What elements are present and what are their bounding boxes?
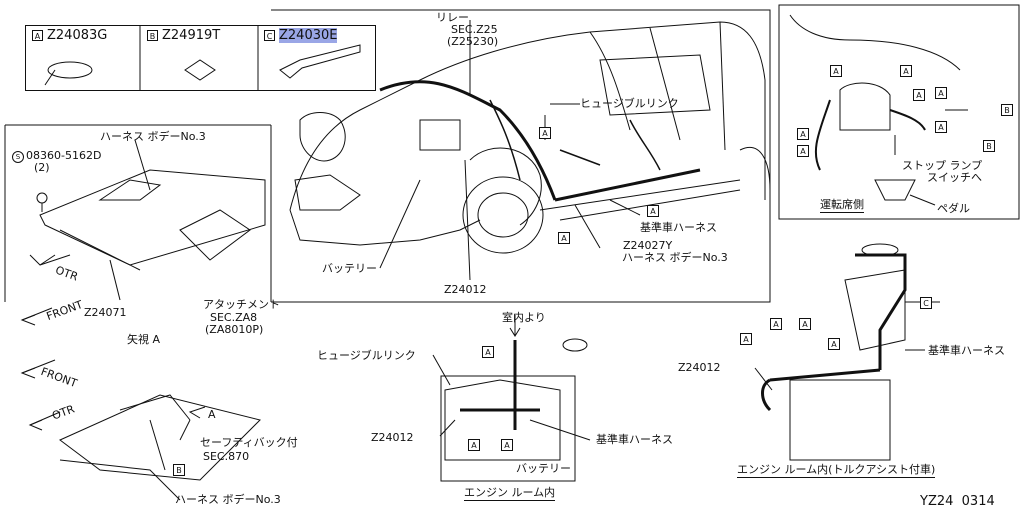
driver-side-label: 運転席側 <box>820 198 864 213</box>
tag-a-ds-5: A <box>935 121 947 133</box>
relay-label: リレー <box>436 11 469 24</box>
tag-a-ds-2: A <box>900 65 912 77</box>
sec-za8-label: SEC.ZA8 <box>210 311 258 324</box>
attachment-label: アタッチメント <box>203 298 280 311</box>
pedal-label: ペダル <box>937 202 970 215</box>
tag-b-bottom: B <box>173 464 185 476</box>
car-panel-frame <box>271 9 771 303</box>
part-b-tag: B <box>147 30 158 41</box>
harness-body-no3-bottom-label: ハーネス ボデーNo.3 <box>175 493 281 506</box>
part-c-tag: C <box>264 30 275 41</box>
z24012-center-label: Z24012 <box>371 431 414 444</box>
tag-b-ds-1: B <box>1001 104 1013 116</box>
tag-c-right: C <box>920 297 932 309</box>
driver-side-panel <box>778 4 1020 220</box>
tag-a-center-2: A <box>468 439 480 451</box>
engine-room-label: エンジン ルーム内 <box>464 486 556 501</box>
part-b-code: Z24919T <box>162 28 221 43</box>
parts-legend <box>25 25 376 91</box>
battery-center-frame <box>440 375 576 482</box>
tag-a-center-1: A <box>482 346 494 358</box>
tag-a-main-2: A <box>647 205 659 217</box>
part-b: B Z24919T <box>147 28 221 43</box>
tag-a-ds-1: A <box>830 65 842 77</box>
tag-a-right-2: A <box>770 318 782 330</box>
front-wheel <box>462 176 544 254</box>
main-harness-label: 基準車ハーネス <box>640 221 717 234</box>
tag-a-ds-4: A <box>935 87 947 99</box>
z24012-main-label: Z24012 <box>444 283 487 296</box>
harness-body-no3-mid-label: ハーネス ボデーNo.3 <box>622 251 728 264</box>
tag-b-ds-2: B <box>983 140 995 152</box>
main-harness-center-label: 基準車ハーネス <box>596 433 673 446</box>
tag-a-ds-6: A <box>797 128 809 140</box>
z24012-right-label: Z24012 <box>678 361 721 374</box>
part-c-code: Z24030E <box>279 28 338 43</box>
front-wheel-arch <box>469 147 542 226</box>
tag-a-center-3: A <box>501 439 513 451</box>
footer-code: YZ24 0314 <box>920 494 995 509</box>
switch-to-label: スイッチへ <box>927 171 982 184</box>
battery-label: バッテリー <box>322 262 377 275</box>
safety-bag-label: セーフティバック付 <box>200 436 298 449</box>
from-interior-label: 室内より <box>502 311 546 324</box>
car-grille <box>299 112 346 162</box>
part-a-tag: A <box>32 30 43 41</box>
tag-a-main-3: A <box>558 232 570 244</box>
tag-a-right-3: A <box>799 318 811 330</box>
sec-za8-sub-label: (ZA8010P) <box>205 323 264 336</box>
sec-z25-label: SEC.Z25 <box>451 23 498 36</box>
bolt-qty-label: (2) <box>34 161 50 174</box>
car-body-outline <box>289 21 766 211</box>
engine-room-torque-label: エンジン ルーム内(トルクアシスト付車) <box>737 463 936 478</box>
tag-a-main-1: A <box>539 127 551 139</box>
tag-a-right-1: A <box>740 333 752 345</box>
battery-main-icon <box>419 119 461 151</box>
harness-main <box>379 80 557 201</box>
tag-a-ds-7: A <box>797 145 809 157</box>
z24071-label: Z24071 <box>84 306 127 319</box>
battery-center-label: バッテリー <box>516 462 571 475</box>
part-a: A Z24083G <box>32 28 108 43</box>
part-c: C Z24030E <box>264 28 338 43</box>
harness-body-no3-top-label: ハーネス ボデーNo.3 <box>100 130 206 143</box>
pedal-drawing <box>874 179 916 201</box>
stop-lamp-label: ストップ ランプ <box>902 159 983 172</box>
z24027y-label: Z24027Y <box>623 239 673 252</box>
fusible-link-top-label: ヒュージブルリンク <box>580 97 679 110</box>
main-harness-right-label: 基準車ハーネス <box>928 344 1005 357</box>
tag-a-right-4: A <box>828 338 840 350</box>
fusible-link-mid-label: ヒュージブルリンク <box>317 349 416 362</box>
view-arrow-a-label: A <box>208 408 216 421</box>
clip-c-drawing <box>279 44 361 79</box>
sec-870-label: SEC.870 <box>203 450 250 463</box>
view-a-label: 矢視 A <box>127 333 161 346</box>
part-a-code: Z24083G <box>47 28 108 43</box>
sec-z25-sub-label: (Z25230) <box>447 35 499 48</box>
tag-a-ds-3: A <box>913 89 925 101</box>
bolt-code-text: 08360-5162D <box>26 149 102 162</box>
